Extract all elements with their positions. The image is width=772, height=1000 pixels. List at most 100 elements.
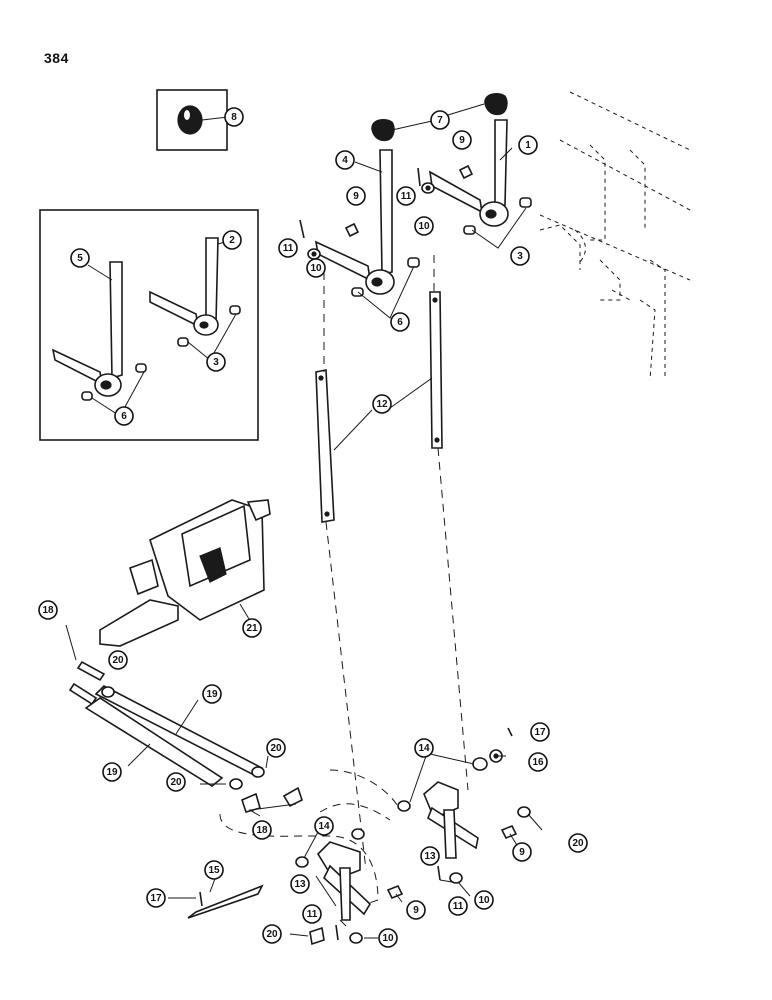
callout-c11c: 11 [448, 896, 468, 916]
callout-circle [242, 618, 262, 638]
callout-c3b: 3 [510, 246, 530, 266]
callout-number: 5 [77, 253, 83, 264]
callout-circle [420, 846, 440, 866]
callout-layer: 1233456678999910101010111111111213131414… [38, 107, 588, 948]
callout-c4: 4 [335, 150, 355, 170]
shift-rails [315, 255, 469, 871]
callout-c9b: 9 [346, 186, 366, 206]
callout-c19a: 19 [202, 684, 222, 704]
callout-number: 9 [413, 905, 419, 916]
callout-c19b: 19 [102, 762, 122, 782]
callout-circle [202, 684, 222, 704]
callout-circle [414, 216, 434, 236]
callout-circle [114, 406, 134, 426]
callout-circle [396, 186, 416, 206]
callout-number: 19 [106, 767, 118, 778]
callout-number: 20 [112, 655, 124, 666]
callout-c21: 21 [242, 618, 262, 638]
callout-number: 6 [397, 317, 403, 328]
callout-number: 3 [517, 251, 523, 262]
callout-circle [452, 130, 472, 150]
lower-shift-forks [168, 727, 543, 946]
callout-c11a: 11 [278, 238, 298, 258]
callout-c11b: 11 [396, 186, 416, 206]
callout-circle [206, 352, 226, 372]
callout-c12: 12 [372, 394, 392, 414]
callout-number: 6 [121, 411, 127, 422]
callout-c7: 7 [430, 110, 450, 130]
callout-circle [262, 924, 282, 944]
callout-c16: 16 [528, 752, 548, 772]
callout-number: 18 [42, 605, 54, 616]
callout-c8: 8 [224, 107, 244, 127]
callout-circle [306, 258, 326, 278]
callout-c9d: 9 [406, 900, 426, 920]
callout-number: 10 [418, 221, 430, 232]
callout-circle [102, 762, 122, 782]
callout-number: 14 [318, 821, 330, 832]
callout-circle [378, 928, 398, 948]
callout-number: 9 [459, 135, 465, 146]
callout-circle [510, 246, 530, 266]
callout-number: 16 [532, 757, 544, 768]
callout-number: 13 [424, 851, 436, 862]
callout-number: 9 [519, 847, 525, 858]
callout-c14b: 14 [314, 816, 334, 836]
callout-circle [252, 820, 272, 840]
callout-circle [314, 816, 334, 836]
callout-number: 20 [170, 777, 182, 788]
callout-circle [204, 860, 224, 880]
callout-circle [430, 110, 450, 130]
callout-number: 10 [478, 895, 490, 906]
callout-c9c: 9 [512, 842, 532, 862]
callout-c6b: 6 [390, 312, 410, 332]
callout-c17a: 17 [530, 722, 550, 742]
callout-number: 13 [294, 879, 306, 890]
callout-circle [530, 722, 550, 742]
callout-c13b: 13 [290, 874, 310, 894]
callout-number: 20 [572, 838, 584, 849]
shift-rods [65, 624, 401, 907]
callout-c20e: 20 [262, 924, 282, 944]
callout-number: 19 [206, 689, 218, 700]
callout-c20c: 20 [166, 772, 186, 792]
callout-number: 11 [283, 243, 294, 254]
tractor-frame-outline [539, 91, 691, 381]
callout-c6a: 6 [114, 406, 134, 426]
callout-circle [448, 896, 468, 916]
callout-number: 8 [231, 112, 237, 123]
callout-c9a: 9 [452, 130, 472, 150]
callout-circle [390, 312, 410, 332]
callout-circle [372, 394, 392, 414]
callout-circle [414, 738, 434, 758]
page-number: 384 [44, 50, 69, 66]
alternate-levers-inset [39, 209, 259, 441]
callout-circle [568, 833, 588, 853]
callout-c10a: 10 [306, 258, 326, 278]
callout-circle [108, 650, 128, 670]
callout-number: 17 [534, 727, 546, 738]
callout-circle [346, 186, 366, 206]
callout-c14a: 14 [414, 738, 434, 758]
callout-circle [512, 842, 532, 862]
callout-c15: 15 [204, 860, 224, 880]
callout-circle [222, 230, 242, 250]
callout-circle [166, 772, 186, 792]
callout-c18b: 18 [252, 820, 272, 840]
callout-circle [290, 874, 310, 894]
callout-c1: 1 [518, 135, 538, 155]
callout-circle [38, 600, 58, 620]
callout-number: 1 [525, 140, 531, 151]
callout-c20a: 20 [108, 650, 128, 670]
callout-number: 14 [418, 743, 430, 754]
callout-number: 12 [376, 399, 388, 410]
callout-c20b: 20 [266, 738, 286, 758]
callout-circle [528, 752, 548, 772]
callout-circle [406, 900, 426, 920]
callout-number: 17 [150, 893, 162, 904]
callout-number: 7 [437, 115, 443, 126]
callout-circle [224, 107, 244, 127]
callout-c18a: 18 [38, 600, 58, 620]
callout-circle [70, 248, 90, 268]
